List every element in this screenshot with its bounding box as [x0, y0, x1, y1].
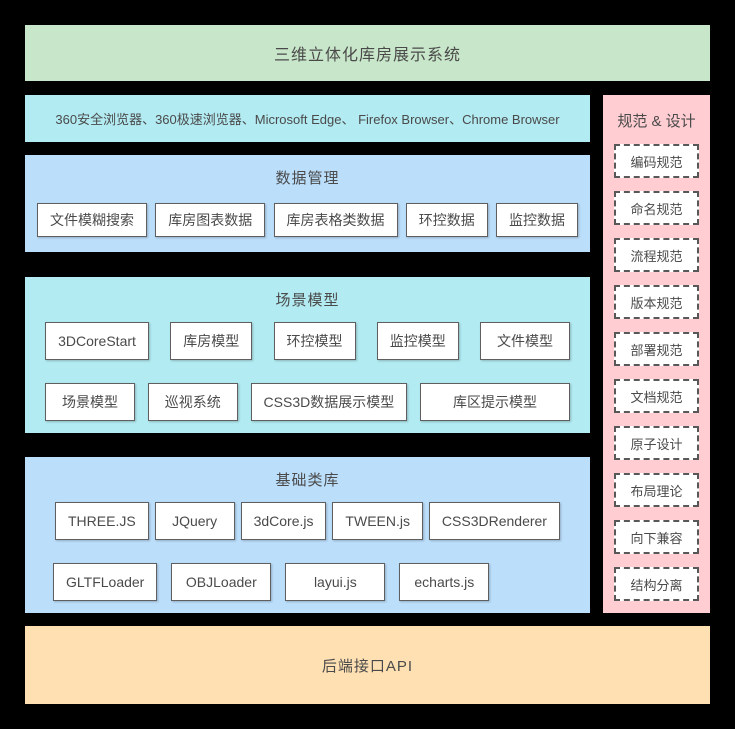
- main-column: 360安全浏览器、360极速浏览器、Microsoft Edge、 Firefo…: [25, 95, 590, 613]
- standard-item: 编码规范: [614, 144, 699, 178]
- diagram-node: 监控模型: [376, 321, 459, 360]
- browser-support-bar: 360安全浏览器、360极速浏览器、Microsoft Edge、 Firefo…: [25, 95, 590, 142]
- diagram-node: 3DCoreStart: [45, 321, 149, 360]
- system-title: 三维立体化库房展示系统: [273, 47, 461, 64]
- system-title-banner: 三维立体化库房展示系统: [25, 25, 710, 81]
- backend-api-title: 后端接口API: [321, 657, 414, 675]
- standards-panel: 规范 & 设计 编码规范 命名规范 流程规范 版本规范 部署规范 文档规范 原子…: [603, 95, 710, 613]
- standard-item: 命名规范: [614, 191, 699, 225]
- standard-item: 原子设计: [614, 426, 699, 460]
- diagram-node: 库区提示模型: [419, 383, 570, 422]
- diagram-node: THREE.JS: [55, 501, 149, 540]
- diagram-node: 文件模糊搜索: [37, 203, 147, 237]
- standard-item: 版本规范: [614, 285, 699, 319]
- section-base-libraries: 基础类库 THREE.JS JQuery 3dCore.js TWEEN.js …: [25, 457, 590, 613]
- diagram-node: CSS3D数据展示模型: [250, 383, 408, 422]
- section-data-management: 数据管理 文件模糊搜索 库房图表数据 库房表格类数据 环控数据 监控数据: [25, 155, 590, 252]
- section-scene-models: 场景模型 3DCoreStart 库房模型 环控模型 监控模型 文件模型 场景模…: [25, 277, 590, 433]
- section-title: 基础类库: [275, 472, 340, 489]
- section-title: 场景模型: [275, 292, 340, 309]
- standard-item: 文档规范: [614, 379, 699, 413]
- standard-item: 向下兼容: [614, 520, 699, 554]
- backend-api-banner: 后端接口API: [25, 626, 710, 704]
- diagram-node: GLTFLoader: [53, 563, 158, 602]
- node-row: THREE.JS JQuery 3dCore.js TWEEN.js CSS3D…: [25, 490, 590, 552]
- diagram-node: 3dCore.js: [240, 501, 327, 540]
- diagram-node: OBJLoader: [171, 563, 272, 602]
- standard-item: 结构分离: [614, 567, 699, 601]
- browser-support-text: 360安全浏览器、360极速浏览器、Microsoft Edge、 Firefo…: [55, 112, 560, 127]
- section-title: 数据管理: [275, 170, 340, 187]
- diagram-node: 库房图表数据: [155, 203, 266, 237]
- node-row: 文件模糊搜索 库房图表数据 库房表格类数据 环控数据 监控数据: [25, 188, 590, 252]
- diagram-node: 库房模型: [170, 321, 253, 360]
- diagram-node: JQuery: [154, 501, 235, 540]
- node-row: 场景模型 巡视系统 CSS3D数据展示模型 库区提示模型: [25, 372, 590, 434]
- diagram-node: CSS3DRenderer: [428, 501, 560, 540]
- diagram-node: TWEEN.js: [332, 501, 423, 540]
- diagram-node: 库房表格类数据: [273, 203, 398, 237]
- diagram-node: 场景模型: [45, 383, 135, 422]
- diagram-node: 环控模型: [273, 321, 356, 360]
- standard-item: 流程规范: [614, 238, 699, 272]
- diagram-node: 巡视系统: [147, 383, 238, 422]
- standard-item: 部署规范: [614, 332, 699, 366]
- diagram-node: 监控数据: [496, 203, 578, 237]
- diagram-node: layui.js: [285, 563, 386, 602]
- diagram-node: 环控数据: [405, 203, 488, 237]
- standard-item: 布局理论: [614, 473, 699, 507]
- standards-title: 规范 & 设计: [617, 113, 696, 130]
- diagram-node: echarts.js: [399, 563, 490, 602]
- node-row: 3DCoreStart 库房模型 环控模型 监控模型 文件模型: [25, 310, 590, 372]
- node-row: GLTFLoader OBJLoader layui.js echarts.js: [25, 552, 590, 614]
- diagram-body: 360安全浏览器、360极速浏览器、Microsoft Edge、 Firefo…: [25, 95, 710, 613]
- diagram-node: 文件模型: [480, 321, 570, 360]
